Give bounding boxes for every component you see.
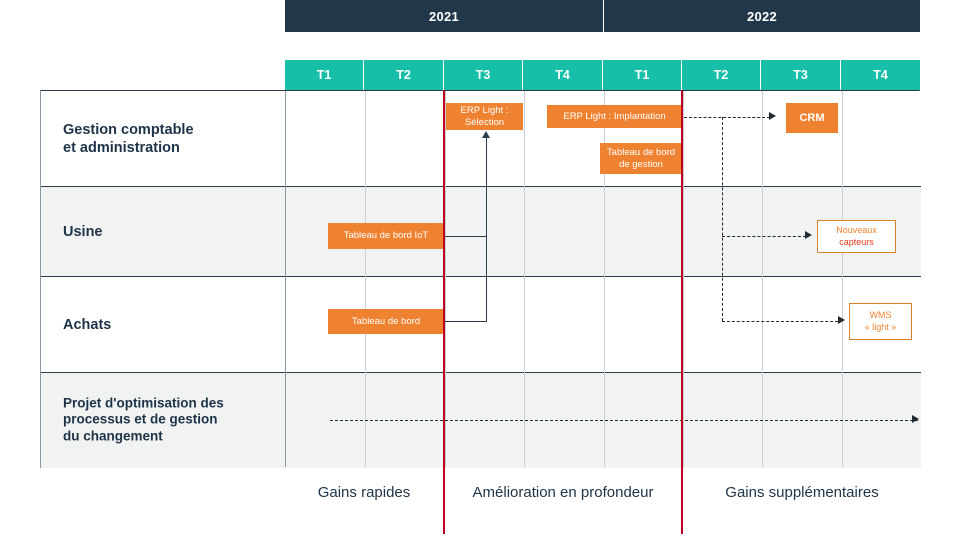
connector-arrow-up-erp-selection (482, 131, 490, 138)
dependency-arrow-crm (769, 112, 776, 120)
year-header-2021: 2021 (285, 0, 603, 32)
task-bar-erp-light-selection[interactable]: ERP Light :Sélection (446, 103, 523, 130)
task-bar-crm-label: CRM (799, 111, 825, 124)
continuous-project-line (330, 420, 918, 421)
task-bar-tableau-de-bord-iot-label: Tableau de bord IoT (343, 230, 429, 242)
dependency-arrow-wms-light (838, 316, 845, 324)
quarter-header-2021-t4: T4 (523, 60, 603, 90)
phase-caption-gains-supplementaires: Gains supplémentaires (725, 483, 879, 501)
quarter-header-2022-t1: T1 (603, 60, 682, 90)
swimlane-row-usine: Usine (41, 187, 921, 277)
quarter-header-2021-t1: T1 (285, 60, 364, 90)
dependency-to-wms-light (722, 321, 838, 322)
column-separator-label (285, 91, 286, 467)
task-bar-erp-light-implantation-label: ERP Light : Implantation (563, 110, 666, 122)
year-header-2022: 2022 (604, 0, 920, 32)
column-separator-2021-t3 (524, 91, 525, 467)
dependency-to-nouveaux-capteurs (722, 236, 806, 237)
phase-divider-1 (443, 90, 446, 534)
milestone-box-wms-light[interactable]: WMS « light » (849, 303, 912, 340)
task-bar-crm[interactable]: CRM (786, 103, 838, 133)
dependency-erp-to-crm (684, 117, 770, 118)
task-bar-erp-light-selection-label: ERP Light :Sélection (460, 105, 509, 128)
task-bar-tableau-de-bord[interactable]: Tableau de bord (328, 309, 444, 334)
column-separator-2021-t4 (604, 91, 605, 467)
column-separator-2021-t1 (365, 91, 366, 467)
phase-divider-2 (681, 90, 684, 534)
quarter-header-2022-t3: T3 (761, 60, 841, 90)
row-label-achats: Achats (63, 316, 112, 333)
milestone-box-nouveaux-capteurs[interactable]: Nouveaux capteurs (817, 220, 896, 253)
milestone-wms-line2: « light » (864, 321, 897, 332)
connector-from-iot-dashboard (430, 236, 487, 238)
column-separator-2021-t2 (445, 91, 446, 467)
task-bar-erp-light-implantation[interactable]: ERP Light : Implantation (547, 105, 682, 128)
column-separator-2022-t3 (842, 91, 843, 467)
milestone-nouveaux-capteurs-line1: Nouveaux (836, 225, 877, 236)
milestone-wms-line1: WMS (869, 310, 892, 321)
connector-vertical-spine (486, 138, 488, 322)
row-label-usine: Usine (63, 223, 103, 240)
phase-caption-gains-rapides: Gains rapides (317, 483, 411, 501)
swimlane-row-achats: Achats (41, 277, 921, 373)
quarter-header-2021-t2: T2 (364, 60, 444, 90)
connector-from-achats-dashboard (430, 321, 487, 323)
dependency-arrow-nouveaux-capteurs (805, 231, 812, 239)
quarter-header-2021-t3: T3 (444, 60, 523, 90)
continuous-project-arrow (912, 415, 919, 423)
milestone-nouveaux-capteurs-line2: capteurs (839, 236, 874, 247)
column-separator-2022-t2 (762, 91, 763, 467)
task-bar-tableau-de-bord-iot[interactable]: Tableau de bord IoT (328, 223, 444, 249)
quarter-header-2022-t4: T4 (841, 60, 920, 90)
dependency-trunk-vertical (722, 117, 723, 321)
phase-caption-amelioration: Amélioration en profondeur (472, 483, 654, 501)
quarter-header-2022-t2: T2 (682, 60, 761, 90)
task-bar-tableau-de-bord-label: Tableau de bord (351, 315, 421, 327)
column-separator-2022-t1 (683, 91, 684, 467)
